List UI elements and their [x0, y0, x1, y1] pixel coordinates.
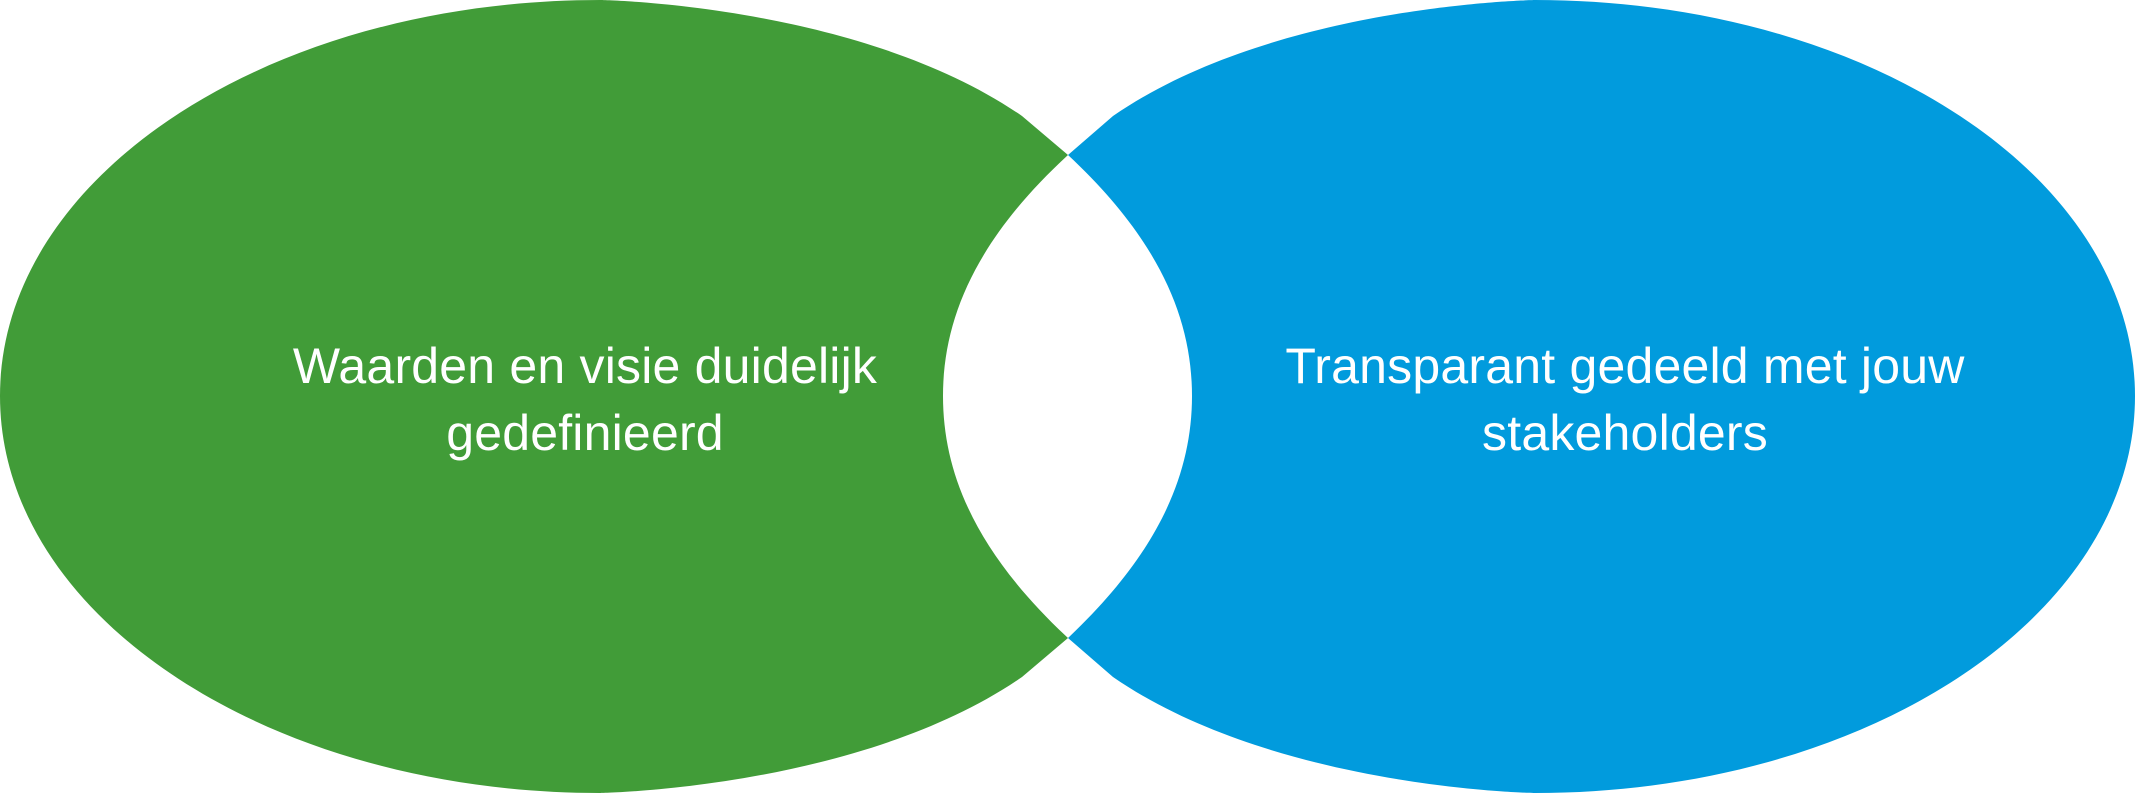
right-label-line-1: Transparant gedeeld met jouw: [1285, 338, 1965, 394]
left-label-line-1: Waarden en visie duidelijk: [292, 338, 878, 394]
left-ellipse: [0, 0, 1068, 793]
left-ellipse-label: Waarden en visie duidelijk gedefinieerd: [220, 333, 950, 467]
left-label-line-2: gedefinieerd: [446, 405, 724, 461]
right-ellipse-label: Transparant gedeeld met jouw stakeholder…: [1245, 333, 2005, 467]
right-label-line-2: stakeholders: [1482, 405, 1768, 461]
right-ellipse: [1068, 0, 2135, 793]
